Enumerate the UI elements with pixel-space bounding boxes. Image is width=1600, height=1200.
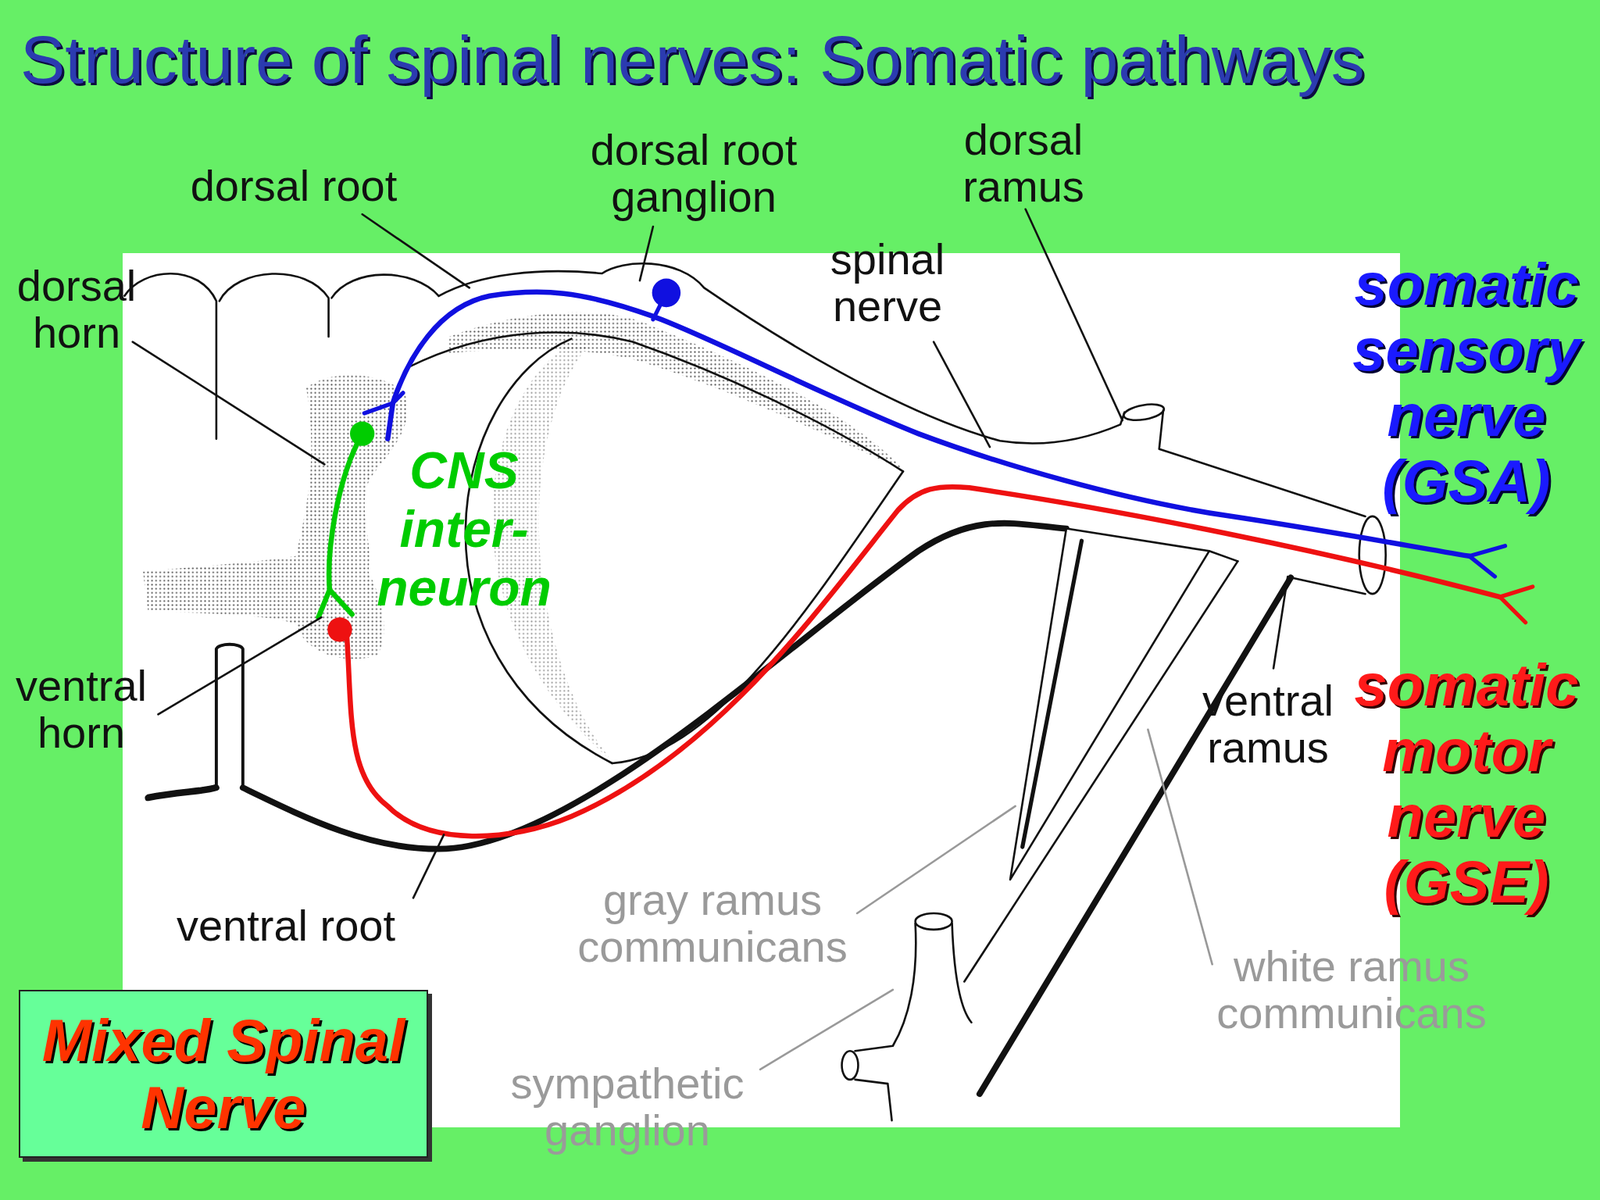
spinal-nerve-end	[1359, 516, 1386, 594]
gray-matter	[142, 375, 408, 660]
spinal-nerve-outline	[1209, 550, 1239, 561]
ventral-ramus-outline	[1290, 577, 1365, 594]
leader-line	[857, 806, 1015, 914]
leader-line	[1147, 729, 1212, 965]
sensory-terminal	[364, 392, 404, 414]
spinal-nerve-outline	[1159, 410, 1366, 517]
sympathetic-ganglion-outline	[855, 1079, 893, 1121]
leader-line	[157, 617, 322, 715]
cord-shadow	[147, 787, 217, 798]
interneuron-axon	[318, 433, 363, 618]
sympathetic-branch-end	[842, 1050, 859, 1080]
ventral-root-outline	[242, 523, 1067, 850]
part-label: white ramus communicans	[1203, 942, 1500, 1037]
white-ramus-outline	[964, 560, 1238, 982]
leader-line	[1273, 576, 1288, 669]
part-label: gray ramus communicans	[564, 876, 861, 971]
sensory-axon	[387, 292, 1469, 557]
dorsal-column-outline	[219, 273, 329, 337]
title-box: Mixed Spinal Nerve	[18, 989, 429, 1158]
sensory-cell-body	[652, 278, 682, 308]
leader-line	[1025, 209, 1123, 421]
dorsal-column-outline	[124, 273, 217, 439]
leader-line	[362, 214, 470, 288]
sympathetic-trunk-end	[915, 913, 953, 930]
part-label: sympathetic ganglion	[510, 1060, 745, 1154]
box-text: Mixed Spinal Nerve	[28, 1007, 419, 1142]
ventral-root-outline	[612, 471, 904, 764]
leader-line	[132, 342, 325, 465]
part-label: dorsal ramus	[962, 116, 1085, 211]
motor-ending	[1500, 586, 1533, 623]
part-label: ventral root	[176, 902, 396, 950]
motor-cell-body	[327, 617, 352, 642]
part-label: dorsal root ganglion	[560, 126, 827, 221]
part-label: ventral ramus	[1202, 677, 1334, 772]
part-label: ventral horn	[15, 662, 147, 757]
part-label: somatic motor nerve (GSE)	[1353, 652, 1579, 915]
part-label: CNS inter- neuron	[376, 441, 552, 618]
leader-line	[760, 989, 893, 1070]
leader-line	[413, 834, 444, 898]
sympathetic-ganglion-outline	[952, 923, 972, 1023]
part-label: spinal nerve	[830, 235, 945, 330]
interneuron-cell-body	[350, 421, 375, 446]
sensory-ending	[1469, 546, 1506, 577]
part-label: dorsal root	[190, 162, 398, 210]
part-label: dorsal horn	[17, 262, 137, 357]
dorsal-ramus-end	[1122, 401, 1166, 423]
slide-title: Structure of spinal nerves: Somatic path…	[20, 21, 1365, 99]
leader-line	[639, 226, 654, 281]
gray-ramus-outline	[1010, 528, 1210, 880]
part-label: somatic sensory nerve (GSA)	[1352, 251, 1581, 515]
ventral-fissure	[147, 644, 243, 797]
leader-line	[933, 342, 990, 448]
gray-ramus-shadow	[1022, 540, 1083, 847]
cord-outline	[331, 275, 439, 299]
sympathetic-ganglion-outline	[855, 923, 917, 1051]
